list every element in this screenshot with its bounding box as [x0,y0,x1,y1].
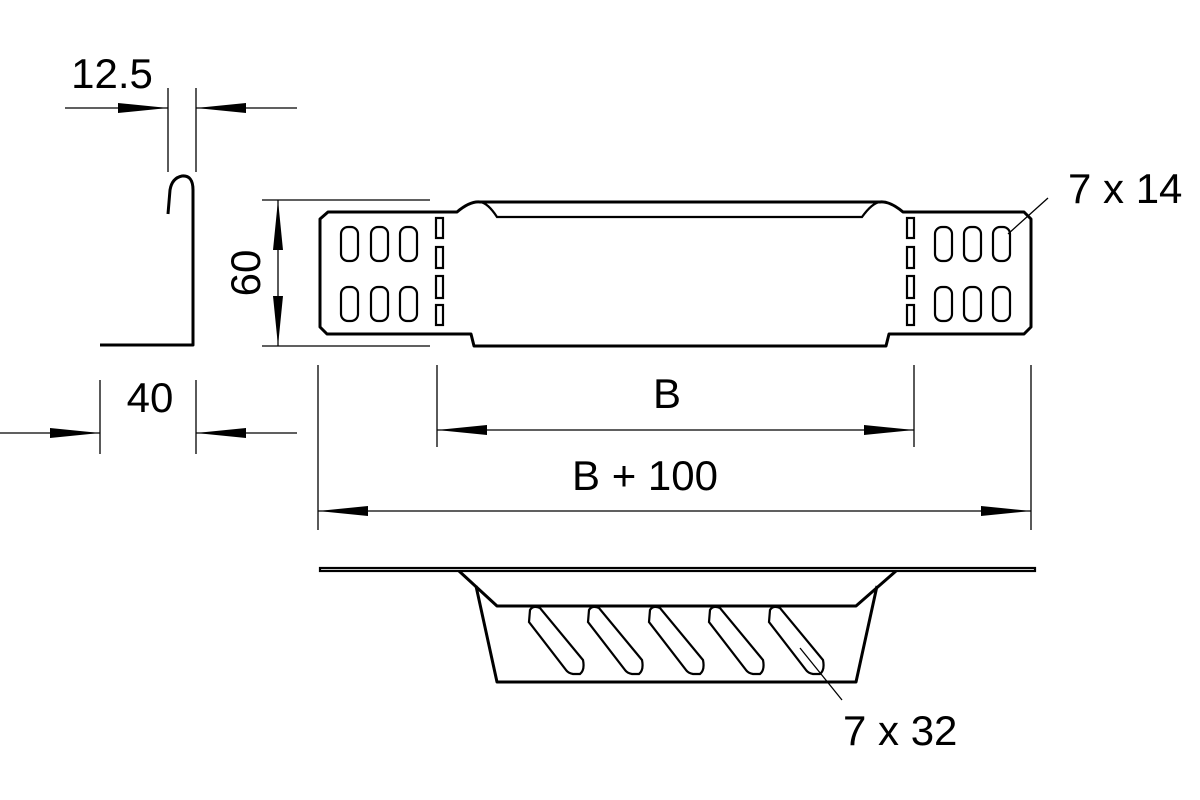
hook-width-label: 12.5 [71,50,153,97]
profile-section [100,174,195,347]
plate-side-view [318,566,1037,684]
oval-holes-right [933,225,1012,323]
height-label: 60 [222,250,269,297]
slot-rects [434,216,916,327]
side-slot-label: 7 x 32 [843,707,957,754]
diagonal-slots [527,605,825,676]
b-label: B [653,370,681,417]
dimension-b: B [436,365,915,447]
dimension-profile-width: 40 [0,374,297,454]
b-plus-100-label: B + 100 [572,452,718,499]
profile-width-label: 40 [127,374,174,421]
oval-holes-left [339,225,419,323]
plate-top-view [318,200,1033,348]
dimension-height: 60 [222,199,430,347]
top-slot-label: 7 x 14 [1068,165,1182,212]
dimension-hook-width: 12.5 [65,50,297,172]
dimension-b-plus-100: B + 100 [317,365,1032,530]
